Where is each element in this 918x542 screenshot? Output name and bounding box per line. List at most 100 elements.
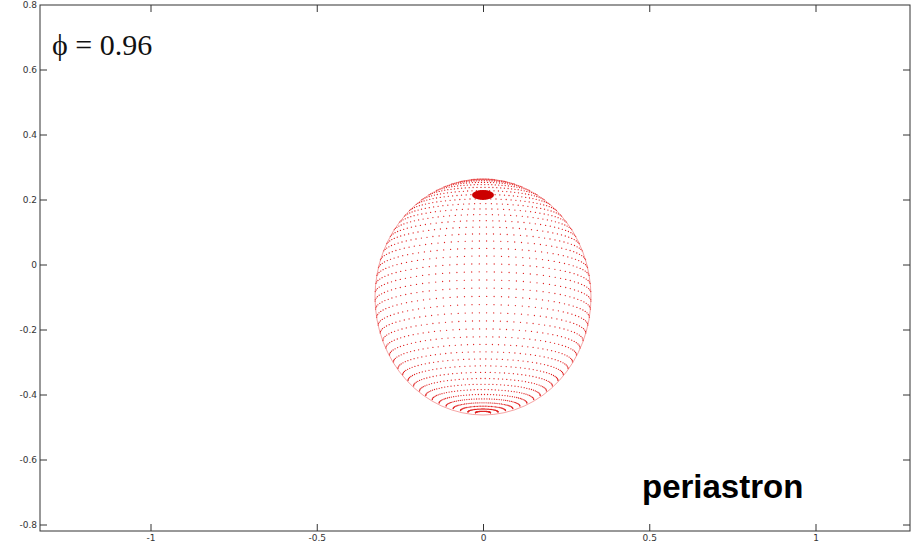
surface-dot bbox=[447, 337, 448, 338]
surface-dot bbox=[447, 189, 448, 190]
surface-dot bbox=[419, 390, 420, 391]
tick-mark bbox=[317, 5, 318, 12]
surface-dot bbox=[557, 360, 558, 361]
surface-dot bbox=[472, 240, 473, 241]
surface-dot bbox=[521, 190, 522, 191]
surface-dot bbox=[504, 395, 505, 396]
surface-dot bbox=[494, 288, 495, 289]
surface-dot bbox=[449, 200, 450, 201]
surface-dot bbox=[429, 258, 430, 259]
surface-dot bbox=[392, 233, 393, 234]
surface-dot bbox=[464, 272, 465, 273]
surface-dot bbox=[505, 185, 506, 186]
surface-dot bbox=[551, 358, 552, 359]
surface-dot bbox=[388, 299, 389, 300]
surface-dot bbox=[475, 409, 476, 410]
surface-dot bbox=[426, 384, 427, 385]
surface-dot bbox=[515, 200, 516, 201]
surface-dot bbox=[529, 197, 530, 198]
surface-dot bbox=[418, 308, 419, 309]
surface-dot bbox=[432, 202, 433, 203]
surface-dot bbox=[426, 393, 427, 394]
surface-dot bbox=[466, 220, 467, 221]
surface-dot bbox=[436, 395, 437, 396]
surface-dot bbox=[479, 351, 480, 352]
surface-dot bbox=[443, 380, 444, 381]
surface-dot bbox=[530, 354, 531, 355]
surface-dot bbox=[484, 389, 485, 390]
surface-dot bbox=[568, 347, 569, 348]
tick-mark bbox=[816, 524, 817, 531]
tick-mark bbox=[903, 330, 910, 331]
surface-dot bbox=[412, 253, 413, 254]
surface-dot bbox=[480, 408, 481, 409]
surface-dot bbox=[501, 264, 502, 265]
surface-dot bbox=[480, 358, 481, 359]
surface-dot bbox=[535, 339, 536, 340]
surface-dot bbox=[479, 411, 480, 412]
surface-dot bbox=[538, 237, 539, 238]
surface-dot bbox=[458, 183, 459, 184]
surface-dot bbox=[501, 390, 502, 391]
surface-dot bbox=[380, 264, 381, 265]
surface-dot bbox=[417, 231, 418, 232]
surface-dot bbox=[391, 245, 392, 246]
surface-dot bbox=[503, 352, 504, 353]
surface-dot bbox=[521, 398, 522, 399]
surface-dot bbox=[502, 378, 503, 379]
surface-dot bbox=[483, 411, 484, 412]
surface-dot bbox=[508, 296, 509, 297]
surface-dot bbox=[428, 282, 429, 283]
surface-dot bbox=[505, 221, 506, 222]
surface-dot bbox=[587, 304, 588, 305]
surface-dot bbox=[440, 193, 441, 194]
surface-dot bbox=[432, 347, 433, 348]
surface-dot bbox=[478, 411, 479, 412]
surface-dot bbox=[582, 269, 583, 270]
surface-dot bbox=[564, 224, 565, 225]
surface-dot bbox=[519, 392, 520, 393]
surface-dot bbox=[425, 370, 426, 371]
surface-dot bbox=[399, 249, 400, 250]
surface-dot bbox=[565, 249, 566, 250]
surface-dot bbox=[501, 185, 502, 186]
surface-dot bbox=[484, 411, 485, 412]
surface-dot bbox=[504, 372, 505, 373]
surface-dot bbox=[486, 304, 487, 305]
surface-dot bbox=[419, 389, 420, 390]
surface-dot bbox=[497, 403, 498, 404]
surface-dot bbox=[468, 203, 469, 204]
surface-dot bbox=[510, 191, 511, 192]
surface-dot bbox=[525, 400, 526, 401]
surface-dot bbox=[512, 408, 513, 409]
surface-dot bbox=[452, 204, 453, 205]
surface-dot bbox=[586, 303, 587, 304]
surface-dot bbox=[490, 412, 491, 413]
tick-label: 0.8 bbox=[23, 0, 37, 10]
surface-dot bbox=[502, 203, 503, 204]
surface-dot bbox=[449, 397, 450, 398]
surface-dot bbox=[481, 184, 482, 185]
surface-dot bbox=[589, 289, 590, 290]
surface-dot bbox=[421, 209, 422, 210]
surface-dot bbox=[511, 407, 512, 408]
surface-dot bbox=[526, 402, 527, 403]
surface-dot bbox=[450, 305, 451, 306]
surface-dot bbox=[521, 187, 522, 188]
surface-dot bbox=[524, 201, 525, 202]
surface-dot bbox=[509, 184, 510, 185]
surface-dot bbox=[445, 235, 446, 236]
surface-dot bbox=[403, 229, 404, 230]
surface-dot bbox=[477, 406, 478, 407]
surface-dot bbox=[436, 388, 437, 389]
surface-dot bbox=[398, 225, 399, 226]
surface-dot bbox=[576, 353, 577, 354]
surface-dot bbox=[471, 409, 472, 410]
surface-dot bbox=[505, 400, 506, 401]
surface-dot bbox=[444, 187, 445, 188]
surface-dot bbox=[499, 403, 500, 404]
surface-dot bbox=[428, 332, 429, 333]
surface-dot bbox=[405, 270, 406, 271]
surface-dot bbox=[506, 405, 507, 406]
surface-dot bbox=[499, 399, 500, 400]
